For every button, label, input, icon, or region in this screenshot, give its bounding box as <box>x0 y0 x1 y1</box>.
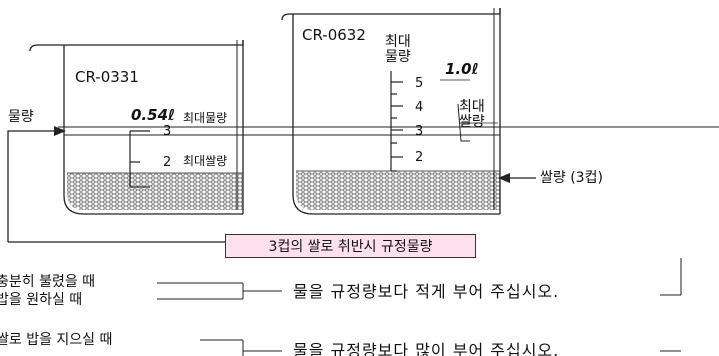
water-level-lines <box>58 126 719 136</box>
left-max-water-label: 최대물량 <box>183 111 228 125</box>
right-mark-5: 5 <box>415 76 424 91</box>
right-max-rice-label-1: 최대 <box>459 99 485 115</box>
right-max-rice-label-2: 쌀량 <box>459 114 485 130</box>
water-level-label: 물량 <box>8 109 34 125</box>
note-less-water: 물을 규정량보다 적게 부어 주십시오. <box>293 282 560 301</box>
right-rice-fill <box>296 171 500 210</box>
note-cooking-rice: 쌀로 밥을 지으실 때 <box>0 332 113 348</box>
rice-amount-label: 쌀량 (3컵) <box>540 170 603 186</box>
left-mark-3: 3 <box>163 124 172 139</box>
left-max-rice-label: 최대쌀량 <box>183 154 228 168</box>
right-mark-2: 2 <box>415 150 424 165</box>
left-pot <box>29 40 244 215</box>
right-pot-model: CR-0632 <box>302 26 366 44</box>
left-mark-2: 2 <box>163 155 172 170</box>
note-want-rice: 밥을 원하실 때 <box>0 292 83 308</box>
right-pot-capacity: 1.0ℓ <box>445 60 479 78</box>
note-more-water: 물을 규정량보다 많이 부어 주십시오. <box>293 341 560 356</box>
note-bracket-more <box>200 339 681 356</box>
right-max-water-label-1: 최대 <box>385 34 411 50</box>
left-pot-model: CR-0331 <box>75 68 139 86</box>
left-pot-capacity: 0.54ℓ <box>131 106 176 124</box>
right-mark-3: 3 <box>415 124 424 139</box>
note-soaked-rice: 충분히 불렸을 때 <box>0 274 96 290</box>
rice-arrow <box>498 173 536 183</box>
water-arrow <box>7 126 226 243</box>
standard-water-box: 3컵의 쌀로 취반시 규정물량 <box>225 234 476 258</box>
right-mark-4: 4 <box>415 100 424 115</box>
right-scale <box>390 71 498 172</box>
note-bracket-less <box>157 258 682 300</box>
left-rice-fill <box>67 173 243 210</box>
right-pot <box>281 8 501 215</box>
right-max-water-label-2: 물량 <box>385 49 411 65</box>
